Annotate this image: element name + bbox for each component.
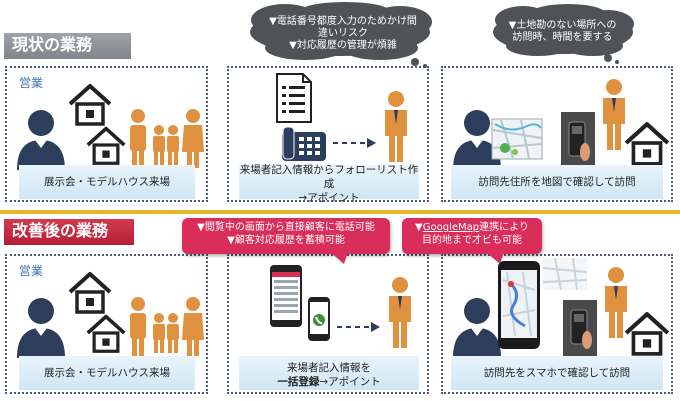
- caption-line: 来場者記入情報からフォローリスト作成: [239, 163, 419, 190]
- caption-line: 来場者記入情報を: [287, 361, 371, 374]
- before-panel-map: 訪問先住所を地図で確認して訪問: [441, 66, 673, 202]
- cloud-text: ▼電話番号都度入力のためかけ間 違いリスク ▼対応履歴の管理が煩雑: [268, 16, 418, 52]
- house-icon: [624, 312, 670, 356]
- dashed-arrow-icon: [337, 322, 380, 332]
- dashed-arrow-icon: [333, 138, 376, 148]
- before-panel-visitors: 営業 展示会・モデルハウス来場: [5, 66, 208, 202]
- note-line: 目的地まで才ビも可能: [422, 235, 522, 246]
- note-pointer: [486, 252, 504, 264]
- thought-cloud: [493, 4, 634, 64]
- house-icon: [68, 84, 112, 126]
- caption-box: 来場者記入情報からフォローリスト作成 →アポイント: [239, 163, 419, 204]
- note-googlemap: GoogleMap: [422, 222, 480, 233]
- improvement-note: ▼閲覧中の画面から直接顧客に電話可能 ▼顧客対応履歴を蓄積可能: [182, 218, 390, 254]
- sales-tag: 営業: [19, 264, 44, 278]
- cloud-text: ▼土地勘のない場所への 訪問時、時間を要する: [495, 20, 630, 44]
- caption-text: 展示会・モデルハウス来場: [44, 176, 170, 188]
- improvement-note: ▼GoogleMap連携により 目的地まで才ビも可能: [402, 218, 542, 254]
- smartphone-call-icon: [308, 297, 330, 341]
- cloud-line: 訪問時、時間を要する: [512, 32, 613, 43]
- note-line: ▼閲覧中の画面から直接顧客に電話可能: [197, 222, 375, 233]
- after-section-label: 改善後の業務: [4, 219, 134, 245]
- paper-map-icon: [491, 118, 543, 160]
- customer-figure-icon: [605, 267, 627, 338]
- cloud-line: 違いリスク: [318, 28, 368, 39]
- family-icon: [130, 297, 204, 356]
- customer-figure-icon: [385, 91, 407, 162]
- caption-box: 訪問先住所を地図で確認して訪問: [451, 165, 663, 199]
- caption-text: 訪問先住所を地図で確認して訪問: [478, 176, 636, 188]
- street-map-icon: [543, 258, 587, 290]
- note-rest: 連携により: [479, 222, 529, 233]
- document-icon: [276, 73, 312, 123]
- salesperson-icon: [17, 298, 65, 358]
- caption-line: →アポイント: [298, 191, 360, 204]
- desk-phone-icon: [282, 126, 326, 161]
- salesperson-icon: [453, 298, 501, 358]
- caption-text: 展示会・モデルハウス来場: [44, 367, 170, 379]
- house-icon: [624, 122, 670, 166]
- caption-rest: →アポイント: [319, 375, 381, 388]
- salesperson-icon: [453, 110, 501, 170]
- after-panel-smartphone-map: 訪問先をスマホで確認して訪問: [441, 254, 673, 394]
- door-intercom-icon: [561, 112, 595, 168]
- caption-box: 展示会・モデルハウス来場: [19, 356, 195, 390]
- house-icon: [86, 126, 126, 165]
- caption-box: 展示会・モデルハウス来場: [19, 165, 195, 199]
- note-line: ▼顧客対応履歴を蓄積可能: [227, 235, 345, 246]
- note-pointer: [330, 252, 348, 264]
- caption-line: 一括登録→アポイント: [277, 375, 380, 389]
- family-icon: [130, 109, 204, 168]
- customer-figure-icon: [603, 79, 625, 150]
- caption-box: 訪問先をスマホで確認して訪問: [451, 356, 663, 390]
- house-icon: [68, 272, 112, 314]
- door-intercom-icon: [563, 300, 597, 356]
- after-panel-bulkregister: 来場者記入情報を 一括登録→アポイント: [227, 254, 429, 394]
- cloud-line: ▼電話番号都度入力のためかけ間: [269, 16, 417, 27]
- caption-box: 来場者記入情報を 一括登録→アポイント: [239, 356, 419, 390]
- thought-cloud: [250, 2, 432, 68]
- before-panel-followlist: 来場者記入情報からフォローリスト作成 →アポイント: [227, 66, 429, 204]
- house-icon: [86, 314, 126, 353]
- tablet-phone-icon: [270, 265, 302, 327]
- cloud-line: ▼土地勘のない場所への: [508, 20, 617, 31]
- salesperson-icon: [17, 110, 65, 170]
- cloud-line: ▼対応履歴の管理が煩雑: [289, 40, 397, 51]
- after-panel-visitors: 営業 展示会・モデルハウス来場: [5, 254, 208, 394]
- note-line: ▼GoogleMap連携により: [408, 221, 536, 234]
- before-section-label: 現状の業務: [4, 33, 131, 59]
- smartphone-map-icon: [498, 261, 540, 349]
- note-marker: ▼: [415, 222, 423, 233]
- customer-figure-icon: [389, 277, 411, 348]
- sales-tag: 営業: [19, 76, 44, 90]
- section-divider: [0, 210, 680, 214]
- caption-text: 訪問先をスマホで確認して訪問: [483, 367, 631, 379]
- caption-bold: 一括登録: [277, 375, 320, 388]
